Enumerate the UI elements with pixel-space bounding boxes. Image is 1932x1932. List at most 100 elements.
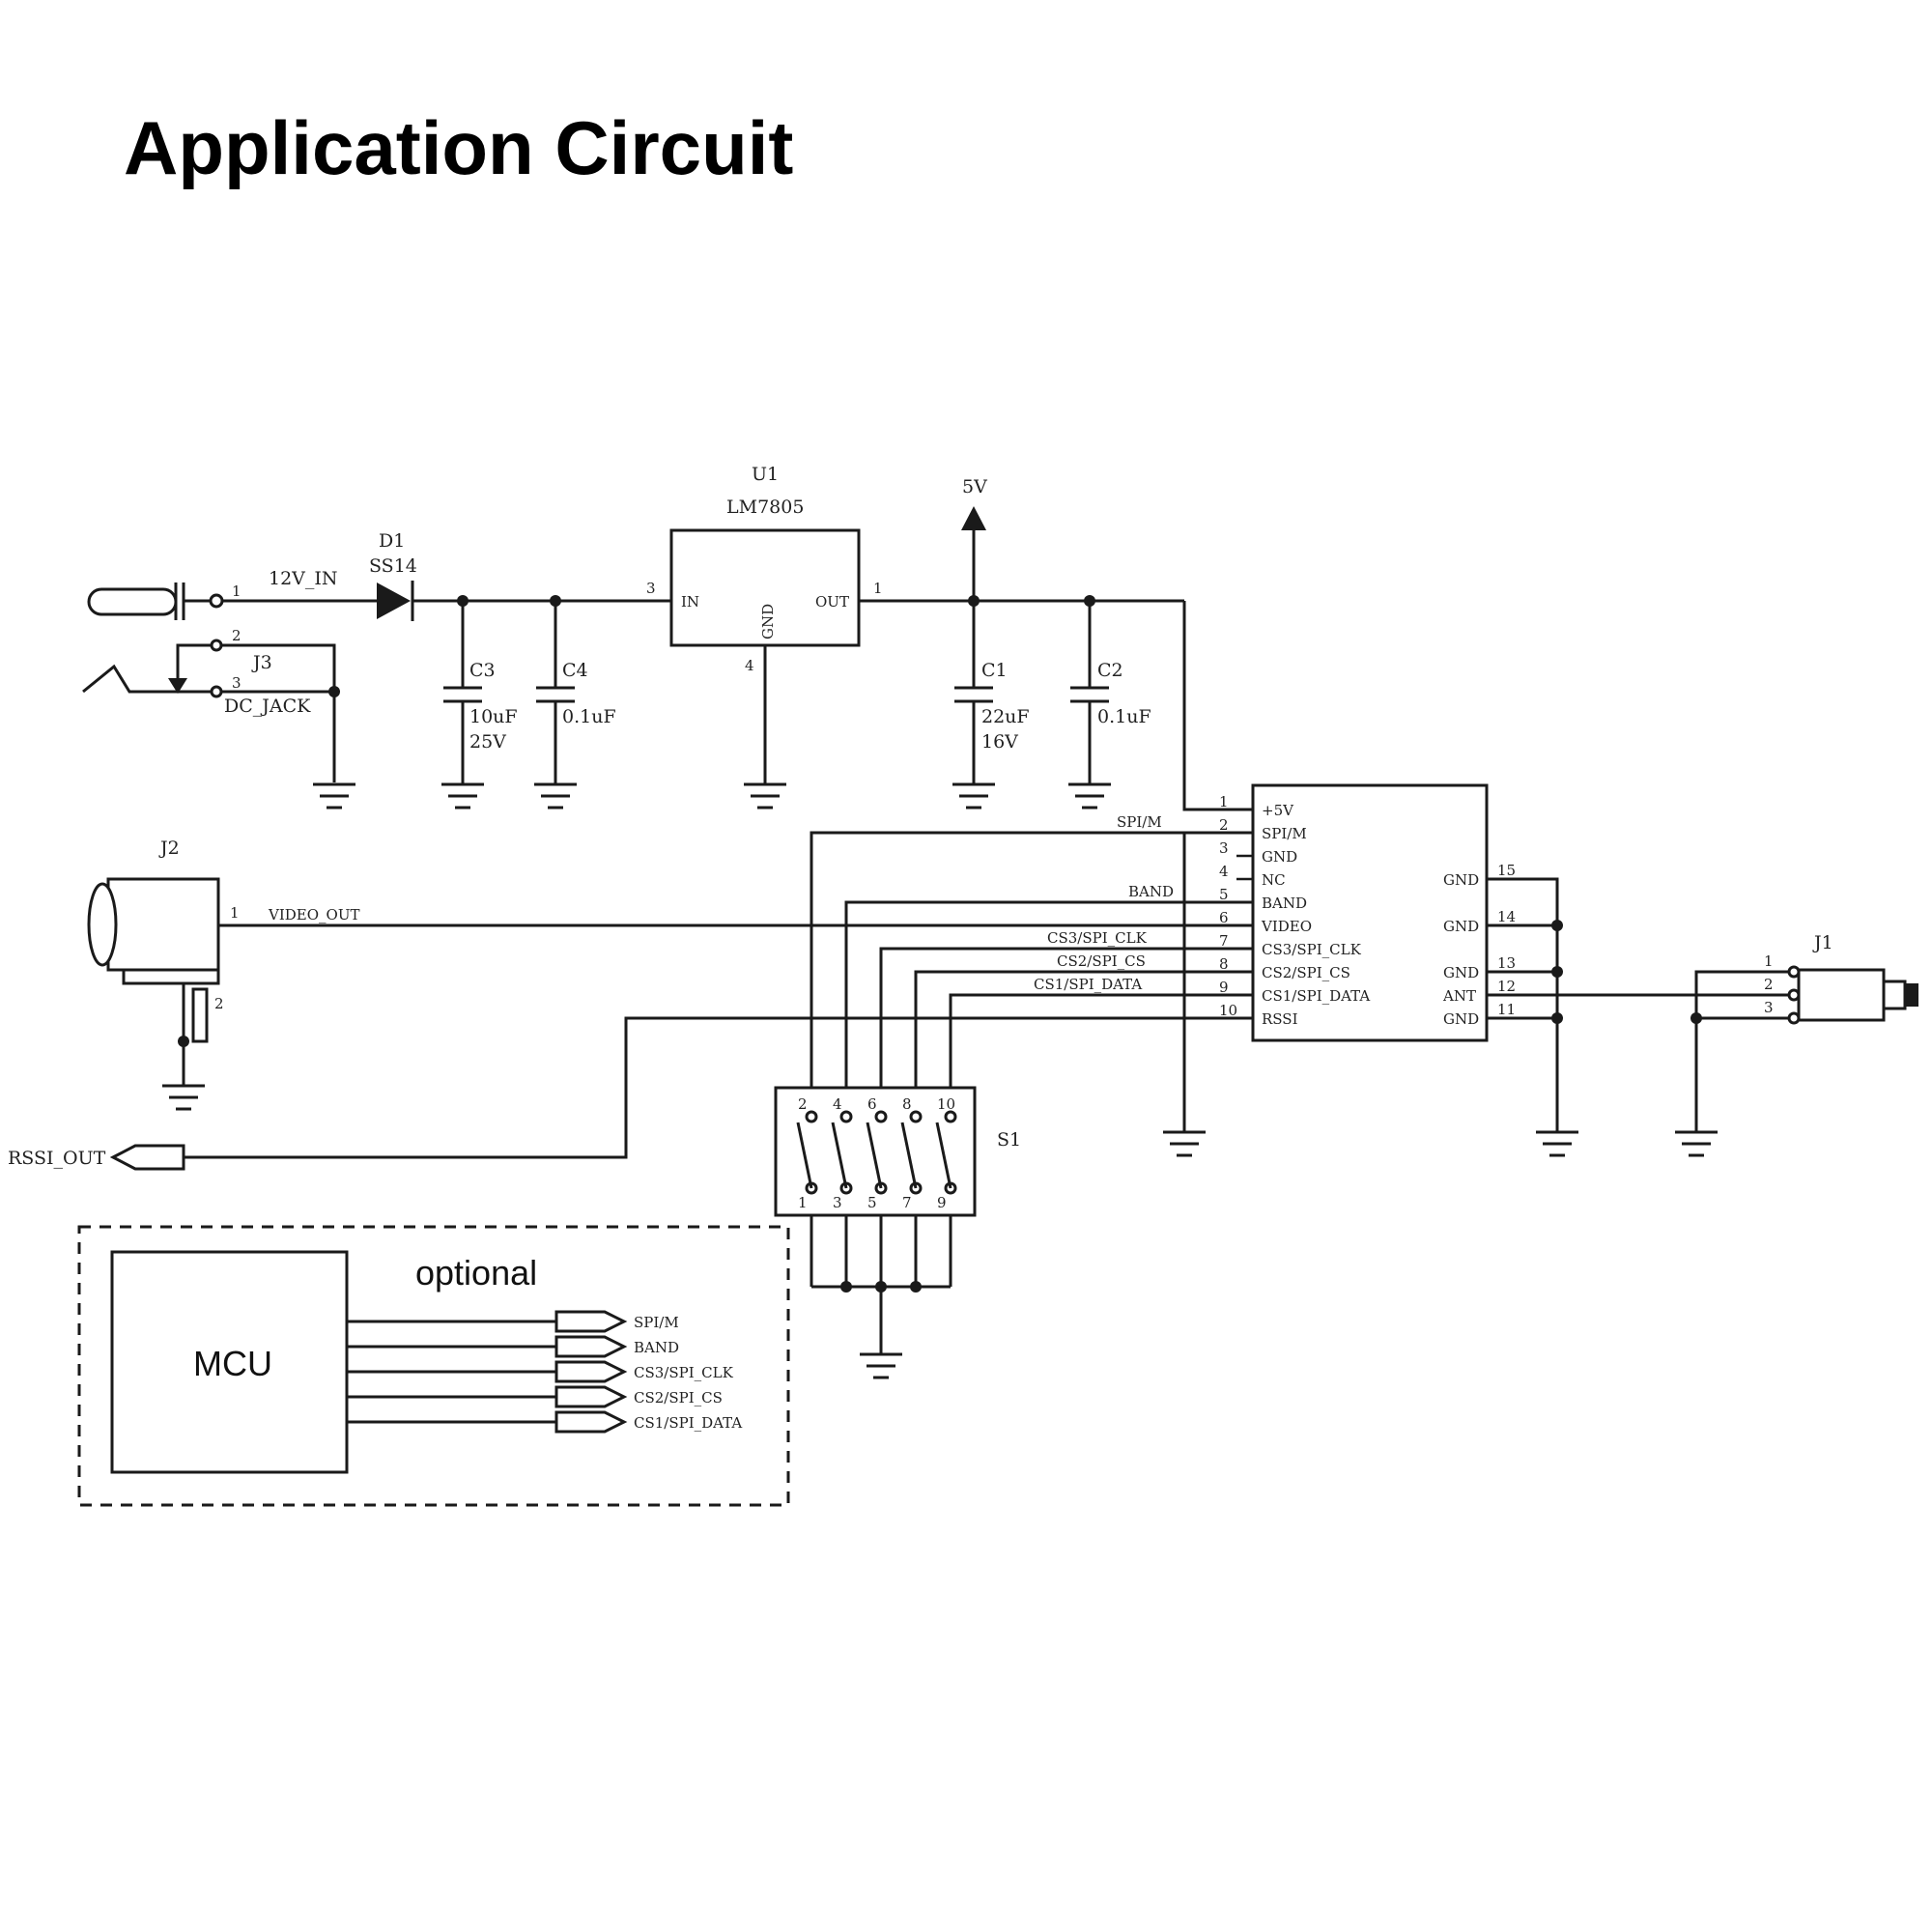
signal-port [554, 1310, 628, 1333]
signal-port [554, 1410, 628, 1434]
u1-ground [744, 645, 786, 810]
module-pin-name: CS1/SPI_DATA [1262, 987, 1370, 1005]
c3-value: 10uF [469, 706, 518, 727]
net-label: SPI/M [1117, 813, 1162, 831]
ground-icon [313, 782, 355, 810]
c3-voltage: 25V [469, 731, 506, 753]
net-label: CS2/SPI_CS [1057, 952, 1146, 970]
switch-signal-wire [914, 970, 1253, 1088]
module-pin-number: 13 [1497, 954, 1516, 972]
u1-part: LM7805 [726, 497, 804, 518]
switch-blade [935, 1122, 952, 1189]
switch-signal-wire [810, 831, 1253, 1088]
u1-ref: U1 [752, 464, 779, 485]
switch-pin-bottom: 5 [867, 1194, 877, 1211]
module-pin-name: CS2/SPI_CS [1262, 964, 1350, 981]
switch-blade [831, 1122, 848, 1189]
j3-pin1: 1 [232, 582, 242, 600]
capacitor-c3 [441, 601, 484, 810]
module-pin-name: GND [1443, 964, 1479, 981]
module-pin-number: 10 [1219, 1002, 1237, 1019]
ground-icon [1536, 1130, 1578, 1157]
c1-value: 22uF [981, 706, 1030, 727]
switch-wires: SPI/MBANDCS3/SPI_CLKCS2/SPI_CSCS1/SPI_DA… [810, 813, 1253, 1293]
switch-pin-top: 10 [937, 1095, 955, 1113]
c1-voltage: 16V [981, 731, 1018, 753]
module-pin-number: 6 [1219, 909, 1229, 926]
net-rssi-out-label: RSSI_OUT [8, 1148, 106, 1169]
switch-pin-bottom: 7 [902, 1194, 912, 1211]
capacitor-c2 [1068, 601, 1111, 810]
j3-ref: J3 [251, 652, 272, 673]
ground-icon [860, 1287, 902, 1379]
switch-pin-bottom: 1 [798, 1194, 808, 1211]
module-pin-name: GND [1443, 871, 1479, 889]
j3-pin2: 2 [232, 627, 242, 644]
mcu-signal-label: SPI/M [634, 1314, 679, 1331]
switch-signal-wire [949, 993, 1253, 1088]
switch-pin-bottom: 3 [833, 1194, 842, 1211]
module-pin-number: 4 [1219, 863, 1229, 880]
junction-dot [840, 1281, 852, 1293]
optional-label: optional [415, 1253, 537, 1293]
j2-ref: J2 [158, 838, 180, 859]
switch-contact [944, 1110, 957, 1123]
switch-contact [874, 1110, 888, 1123]
module-pin-number: 11 [1497, 1001, 1516, 1018]
j2-pin-2: 2 [214, 995, 224, 1012]
junction-dot [1551, 966, 1563, 978]
j1-pin-3: 3 [1764, 999, 1774, 1016]
switch-pin-bottom: 9 [937, 1194, 947, 1211]
junction-dot [910, 1281, 922, 1293]
switch-contact [839, 1110, 853, 1123]
net-12v-in-label: 12V_IN [269, 568, 338, 589]
module-pin-name: SPI/M [1262, 825, 1307, 842]
net-label: CS3/SPI_CLK [1047, 929, 1148, 947]
u1-out-label: OUT [815, 593, 849, 611]
switch-blade [796, 1122, 813, 1189]
switch-signal-wire [879, 947, 1253, 1088]
module-pin-number: 5 [1219, 886, 1229, 903]
regulator-u1 [669, 528, 861, 647]
module-pin-number: 12 [1497, 978, 1516, 995]
mcu-signal-label: BAND [634, 1339, 679, 1356]
module-pin-number: 15 [1497, 862, 1516, 879]
junction-dot [1551, 920, 1563, 931]
junction-dot [178, 1036, 189, 1047]
c4-ref: C4 [562, 660, 588, 681]
u1-pin-in: 3 [646, 580, 656, 597]
capacitor-c1 [952, 601, 995, 810]
net-video-out-label: VIDEO_OUT [268, 906, 359, 923]
signal-port [554, 1385, 628, 1408]
c4-value: 0.1uF [562, 706, 616, 727]
module-pin-name: NC [1262, 871, 1286, 889]
module-pin-name: +5V [1262, 802, 1294, 819]
module-pin-name: GND [1262, 848, 1297, 866]
switch-contact [805, 1110, 818, 1123]
mcu-label: MCU [193, 1344, 272, 1383]
net-label: CS1/SPI_DATA [1034, 976, 1142, 993]
j1-pin-2: 2 [1764, 976, 1774, 993]
signal-port [554, 1335, 628, 1358]
s1-ref: S1 [997, 1129, 1021, 1151]
rssi-wire [184, 1016, 1253, 1159]
switch-contact [909, 1110, 923, 1123]
signal-port [554, 1360, 628, 1383]
module-pin-name: RSSI [1262, 1010, 1298, 1028]
switch-blade [866, 1122, 883, 1189]
d1-ref: D1 [379, 530, 405, 552]
module-pin-name: CS3/SPI_CLK [1262, 941, 1362, 958]
junction-dot [328, 686, 340, 697]
module-pin-number: 2 [1219, 816, 1229, 834]
switch-blade [900, 1122, 918, 1189]
j1-pin-1: 1 [1764, 952, 1774, 970]
c2-ref: C2 [1097, 660, 1123, 681]
module-pin-name: GND [1443, 1010, 1479, 1028]
u1-pin-gnd: 4 [745, 657, 754, 674]
module-pin-number: 7 [1219, 932, 1229, 950]
module-pin-number: 8 [1219, 955, 1229, 973]
mcu-signal-label: CS2/SPI_CS [634, 1389, 723, 1406]
